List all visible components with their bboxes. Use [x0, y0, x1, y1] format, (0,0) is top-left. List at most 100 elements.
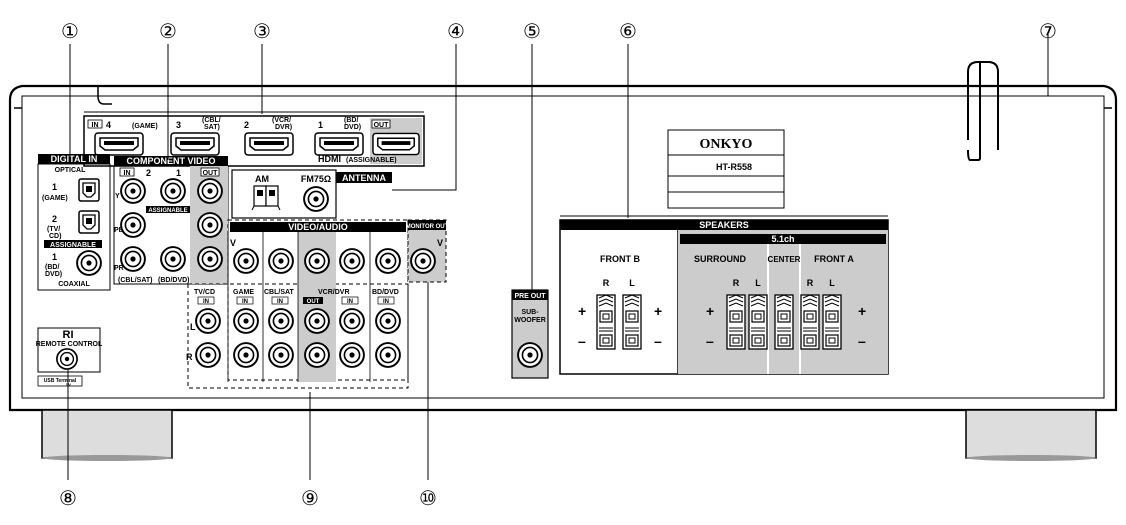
subwoofer-label-1: SUB-	[521, 309, 539, 316]
hdmi-title: HDMI	[318, 154, 341, 164]
callout-4: ④	[447, 21, 465, 43]
video-vcrdvr-out-jack[interactable]	[304, 248, 330, 274]
front-b-plus-left: +	[578, 303, 586, 319]
audio-l-game-jack[interactable]	[233, 308, 259, 334]
audio-l-bddvd-jack[interactable]	[375, 308, 401, 334]
surround-r-label: R	[733, 278, 740, 288]
callout-1: ①	[61, 21, 79, 43]
component-pr-label: PR	[114, 265, 124, 272]
optical-label: OPTICAL	[55, 167, 86, 174]
col-cblsat-name: CBL/SAT	[264, 289, 295, 296]
digital-assignable: ASSIGNABLE	[50, 242, 96, 249]
component-2-pb[interactable]	[120, 212, 146, 238]
audio-l-vcrdvr-out-jack[interactable]	[304, 308, 330, 334]
front-b-r-terminal[interactable]	[596, 294, 616, 350]
optical-1-port[interactable]	[78, 178, 100, 202]
front-b-minus-right: –	[654, 333, 662, 349]
video-v-label: V	[230, 238, 236, 248]
component-out-pb[interactable]	[197, 212, 223, 238]
fm-label: FM75Ω	[301, 174, 331, 184]
component-pb-label: PB	[114, 227, 124, 234]
component-2-y[interactable]	[120, 178, 146, 204]
audio-r-game-jack[interactable]	[233, 342, 259, 368]
audio-r-label: R	[186, 352, 193, 362]
audio-r-cblsat-jack[interactable]	[268, 342, 294, 368]
coax-1-num: 1	[52, 252, 57, 262]
hdmi-port-1[interactable]	[314, 132, 364, 156]
hdmi-port-1-sub: (BD/	[344, 117, 358, 124]
svg-text:DVD): DVD)	[344, 124, 361, 131]
hdmi-port-3-sub: (CBL/	[202, 117, 221, 124]
subwoofer-jack[interactable]	[517, 342, 543, 368]
monitor-out-jack[interactable]	[410, 248, 436, 274]
pre-out-title: PRE OUT	[514, 293, 546, 300]
brand-logo: ONKYO	[700, 137, 753, 152]
subwoofer-label-2: WOOFER	[514, 317, 546, 324]
component-out-pr[interactable]	[197, 246, 223, 272]
hdmi-in-badge: IN	[92, 122, 99, 129]
pre-out-panel: PRE OUT SUB- WOOFER	[511, 289, 549, 379]
coaxial-label: COAXIAL	[58, 281, 90, 288]
ri-remote-jack[interactable]	[56, 348, 78, 370]
hdmi-out-badge: OUT	[374, 122, 390, 129]
svg-text:CD): CD)	[49, 233, 61, 240]
center-terminal[interactable]	[774, 294, 794, 350]
ch-label: 5.1ch	[771, 234, 794, 244]
front-b-l-terminal[interactable]	[622, 294, 642, 350]
audio-r-tvcd-jack[interactable]	[195, 342, 221, 368]
speaker-a-plus-right: +	[858, 303, 866, 319]
digital-in-title: DIGITAL IN	[51, 154, 98, 164]
front-b-plus-right: +	[654, 303, 662, 319]
coax-1-port[interactable]	[76, 250, 102, 276]
callout-leaders	[67, 44, 888, 480]
front-a-l-label: L	[829, 278, 835, 288]
video-vcrdvr-in-jack[interactable]	[339, 248, 365, 274]
front-a-r-label: R	[807, 278, 814, 288]
audio-r-vcrdvr-out-jack[interactable]	[304, 342, 330, 368]
component-bottom-2: (CBL/SAT)	[118, 277, 152, 284]
video-bddvd-jack[interactable]	[375, 248, 401, 274]
front-b-l-label: L	[629, 278, 635, 288]
surround-l-terminal[interactable]	[748, 294, 768, 350]
svg-text:(BD/: (BD/	[45, 264, 59, 271]
audio-r-vcrdvr-in-jack[interactable]	[339, 342, 365, 368]
hdmi-port-1-num: 1	[318, 120, 323, 130]
svg-text:DVR): DVR)	[275, 124, 292, 131]
component-in-badge: IN	[124, 170, 131, 177]
model-number: HT-R558	[716, 162, 752, 172]
col-game-badge: IN	[242, 299, 248, 305]
ri-label: REMOTE CONTROL	[36, 341, 103, 348]
optical-1-sub: (GAME)	[42, 195, 68, 202]
component-2-pr[interactable]	[120, 246, 146, 272]
audio-l-cblsat-jack[interactable]	[268, 308, 294, 334]
video-game-jack[interactable]	[233, 248, 259, 274]
front-a-r-terminal[interactable]	[800, 294, 820, 350]
audio-l-tvcd-jack[interactable]	[195, 308, 221, 334]
surround-r-terminal[interactable]	[726, 294, 746, 350]
speaker-a-plus-left: +	[706, 303, 714, 319]
component-1-y[interactable]	[160, 178, 186, 204]
col-tvcd-name: TV/CD	[194, 289, 215, 296]
audio-r-bddvd-jack[interactable]	[375, 342, 401, 368]
hdmi-port-2[interactable]	[244, 132, 294, 156]
hdmi-port-2-num: 2	[244, 120, 249, 130]
svg-text:DVD): DVD)	[45, 271, 62, 278]
hdmi-port-4[interactable]	[94, 132, 144, 156]
front-a-l-terminal[interactable]	[822, 294, 842, 350]
component-y-label: Y	[115, 193, 120, 200]
component-1-pr[interactable]	[160, 246, 186, 272]
col-game-name: GAME	[233, 289, 254, 296]
hdmi-port-2-sub: (VCR/	[272, 117, 291, 124]
callout-6: ⑥	[619, 21, 637, 43]
video-cblsat-jack[interactable]	[268, 248, 294, 274]
audio-l-vcrdvr-in-jack[interactable]	[339, 308, 365, 334]
fm-antenna-port[interactable]	[303, 186, 329, 212]
optical-2-port[interactable]	[78, 210, 100, 234]
hdmi-port-3[interactable]	[170, 132, 220, 156]
callout-10: ⑩	[419, 488, 437, 510]
audio-l-label: L	[190, 322, 196, 332]
left-foot	[41, 409, 173, 461]
hdmi-out-port[interactable]	[372, 132, 420, 156]
component-out-y[interactable]	[197, 178, 223, 204]
